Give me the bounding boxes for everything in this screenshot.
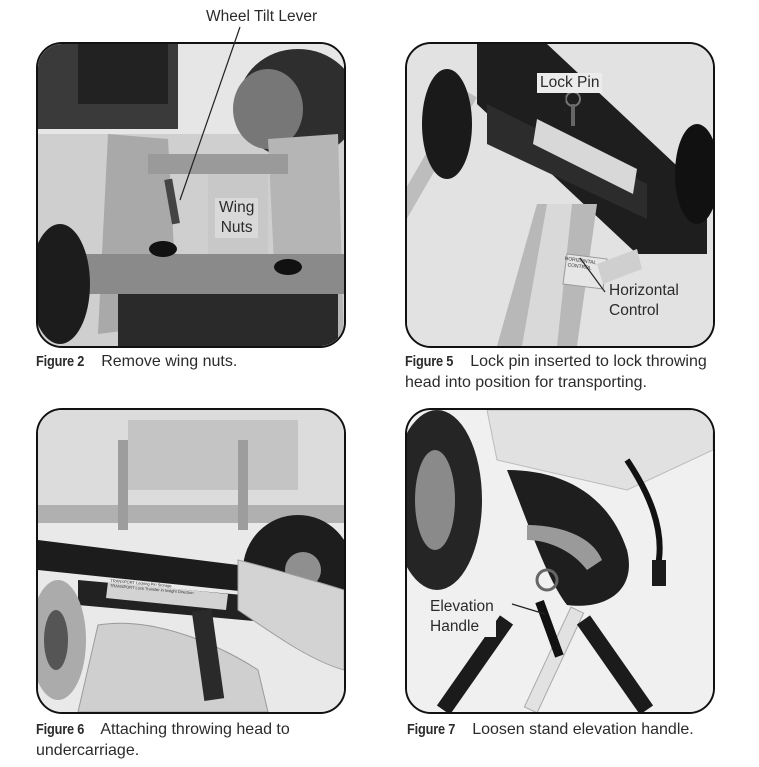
elevation-handle-line-1: Elevation	[430, 598, 494, 615]
horizontal-control-line-2: Control	[609, 302, 659, 319]
wheel-tilt-lever-label: Wheel Tilt Lever	[206, 8, 318, 25]
horizontal-control-line-1: Horizontal	[609, 282, 679, 299]
wing-nuts-line-2: Nuts	[220, 219, 253, 236]
figure-7-photo	[405, 408, 715, 714]
figure-6-photo: TRANSPORT Locking Pin Storage TRANSPORT …	[36, 408, 346, 714]
figure-6-caption: Figure 6 Attaching throwing head to unde…	[36, 719, 326, 761]
figure-5-label: Figure 5	[405, 353, 454, 370]
figure-6-label: Figure 6	[36, 721, 85, 738]
figure-5-text: Lock pin inserted to lock throwing head …	[405, 353, 707, 391]
elevation-handle-label: Elevation Handle	[428, 597, 496, 637]
figure-2-label: Figure 2	[36, 353, 85, 370]
figure-2-photo	[36, 42, 346, 348]
figure-5-caption: Figure 5 Lock pin inserted to lock throw…	[405, 351, 725, 393]
figure-7-label: Figure 7	[407, 721, 456, 738]
figure-7-caption: Figure 7 Loosen stand elevation handle.	[407, 719, 737, 740]
figure-2-caption: Figure 2 Remove wing nuts.	[36, 351, 356, 372]
horizontal-control-label: Horizontal Control	[609, 281, 679, 321]
figure-6-text: Attaching throwing head to undercarriage…	[36, 721, 290, 759]
figure-5-photo: HORIZONTAL CONTROL	[405, 42, 715, 348]
wing-nuts-line-1: Wing	[219, 199, 255, 216]
figure-2-text: Remove wing nuts.	[101, 353, 238, 370]
figure-7-text: Loosen stand elevation handle.	[472, 721, 694, 738]
wing-nuts-label: Wing Nuts	[215, 198, 259, 238]
elevation-handle-line-2: Handle	[430, 618, 480, 635]
lock-pin-label: Lock Pin	[537, 73, 603, 93]
